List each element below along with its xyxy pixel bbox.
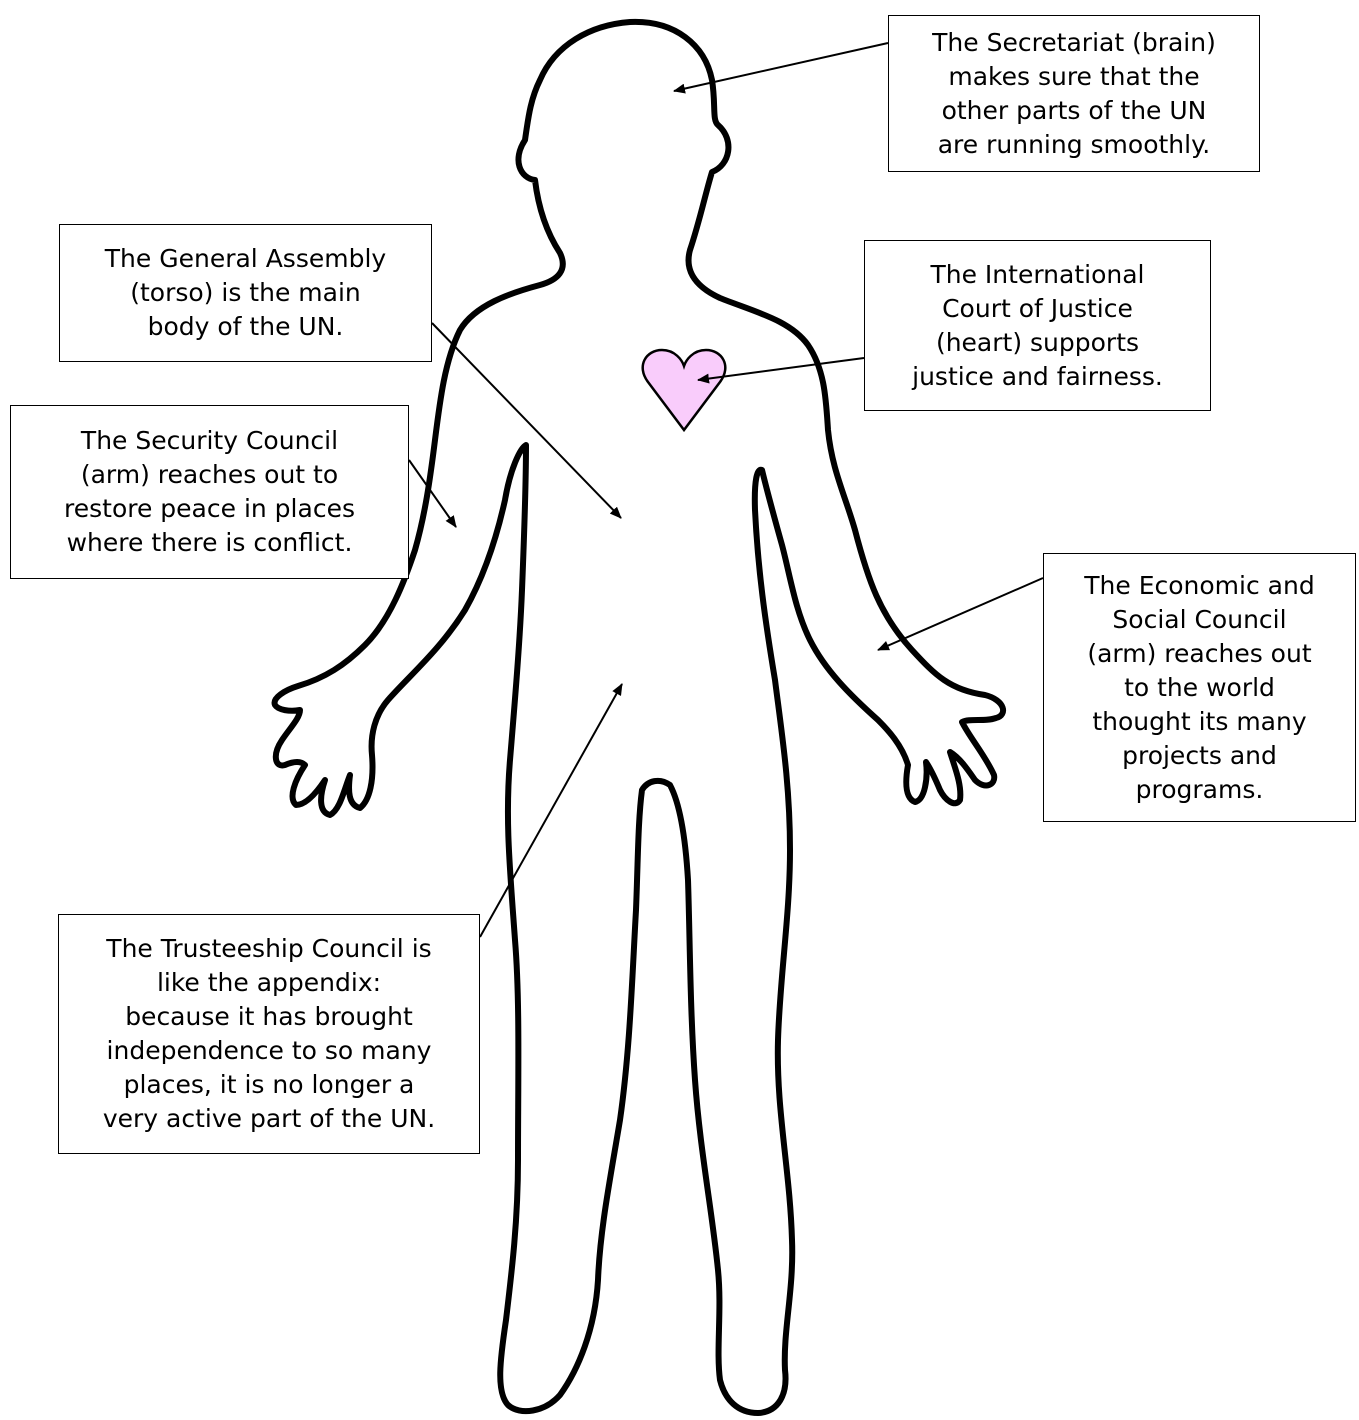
ecosoc-label: The Economic and Social Council (arm) re… [1043,553,1356,822]
general-assembly-label: The General Assembly (torso) is the main… [59,224,432,362]
icj-label: The International Court of Justice (hear… [864,240,1211,411]
security-council-label: The Security Council (arm) reaches out t… [10,405,409,579]
secretariat-label: The Secretariat (brain) makes sure that … [888,15,1260,172]
arrow-ecosoc [878,578,1043,650]
heart-icon [643,350,726,430]
trusteeship-label: The Trusteeship Council is like the appe… [58,914,480,1154]
arrow-trusteeship [480,684,622,937]
